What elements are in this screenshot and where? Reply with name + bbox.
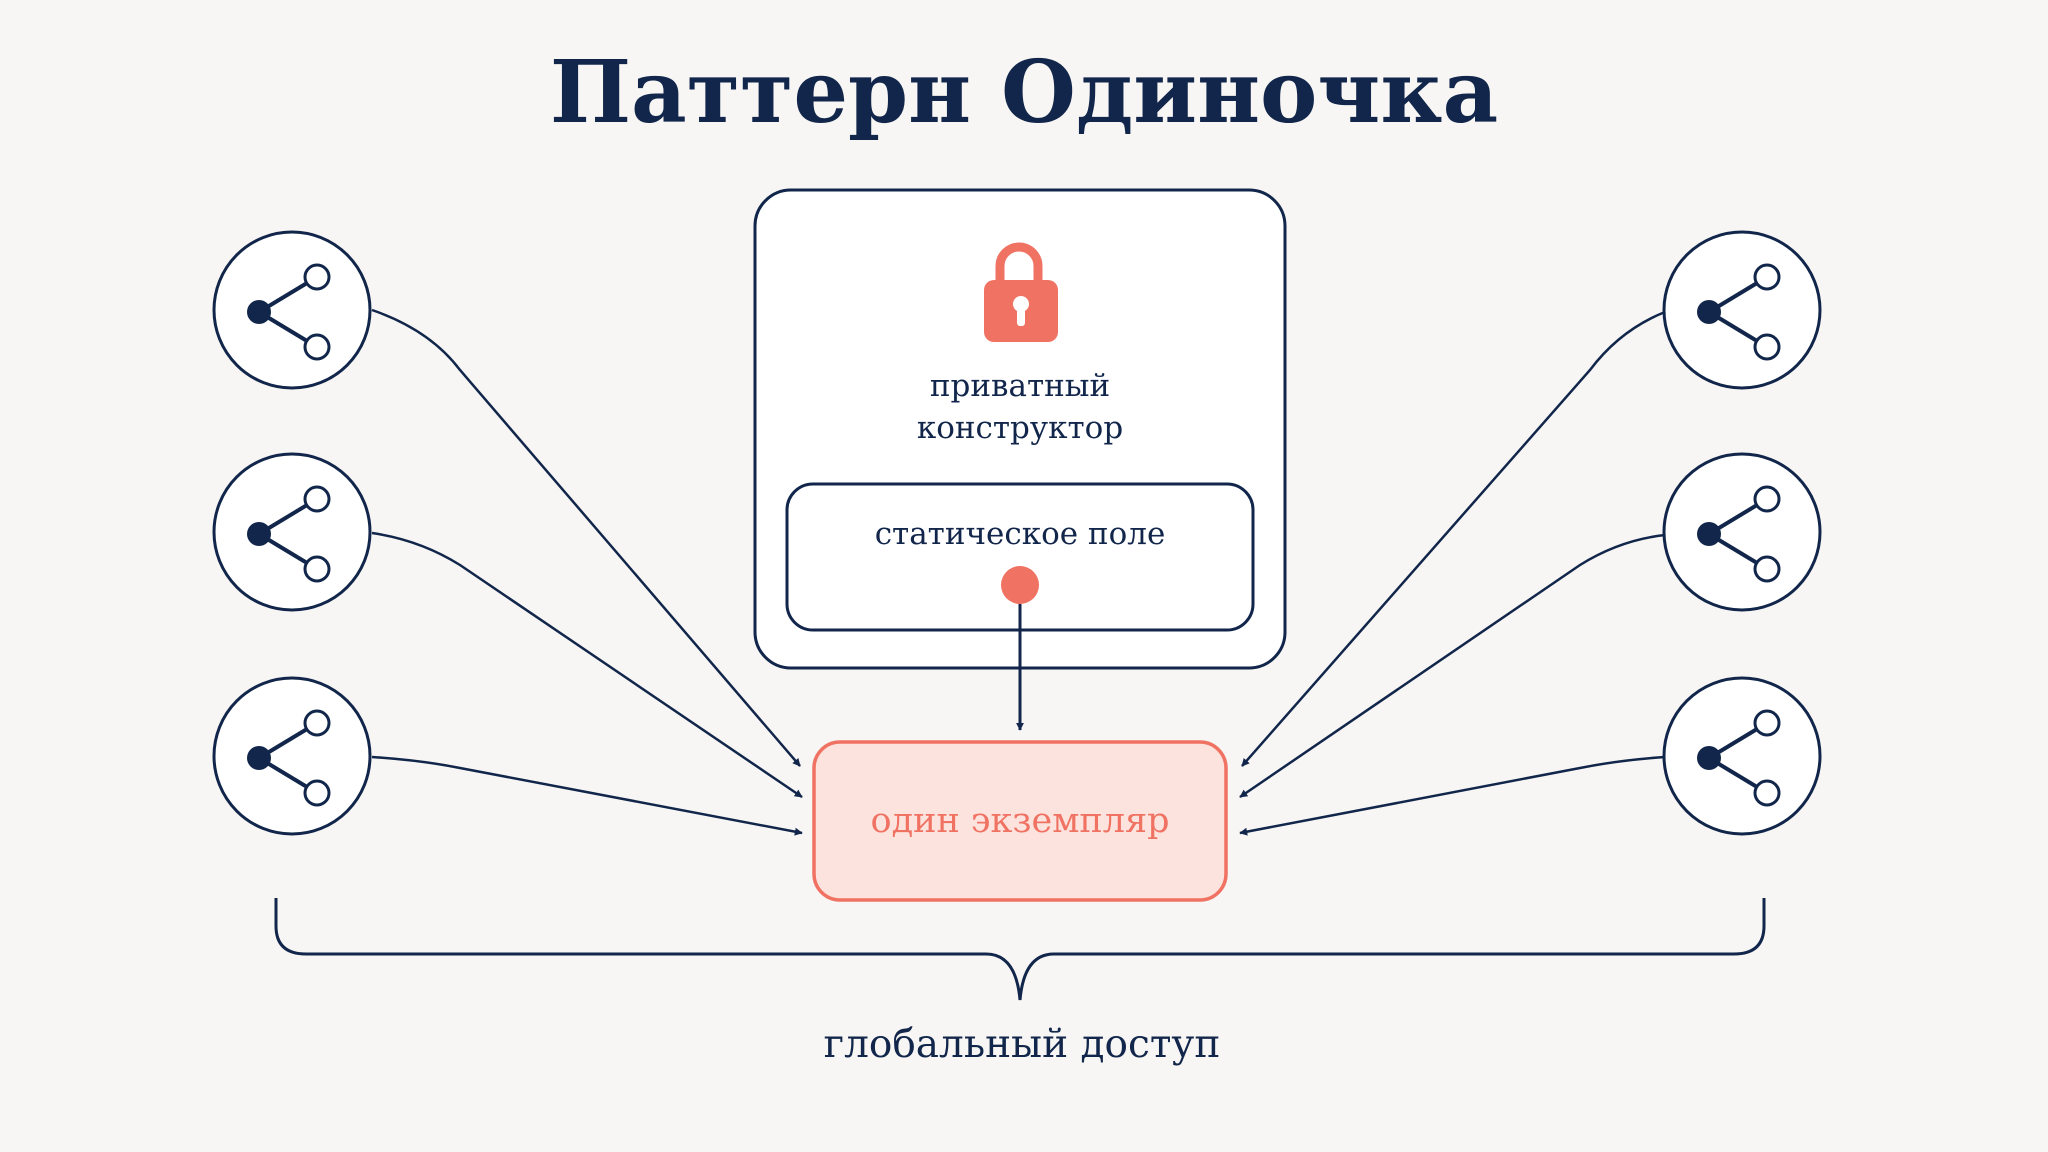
client-arrow-left-1 (371, 308, 801, 767)
private-constructor-label-line1: приватный (930, 368, 1110, 404)
instance-label: один экземпляр (871, 801, 1170, 841)
client-right-3 (1662, 676, 1822, 836)
client-arrow-left-3 (371, 755, 803, 836)
client-right-1 (1662, 230, 1822, 390)
global-access-brace (274, 898, 1766, 1001)
client-arrow-right-2 (1239, 533, 1666, 799)
global-access-label: глобальный доступ (824, 1022, 1221, 1067)
share-icon (247, 485, 331, 583)
client-left-1 (212, 230, 372, 390)
private-constructor-label-line2: конструктор (917, 410, 1123, 446)
static-field-label: статическое поле (875, 516, 1166, 552)
page-title: Паттерн Одиночка (550, 42, 1498, 143)
client-arrow-left-2 (371, 531, 803, 799)
static-field-dot (1001, 566, 1039, 604)
client-right-2 (1662, 452, 1822, 612)
share-icon (247, 709, 331, 807)
client-left-3 (212, 676, 372, 836)
instance-box (812, 740, 1228, 902)
share-icon (247, 263, 331, 361)
client-arrow-right-3 (1239, 755, 1666, 836)
share-icon (1697, 709, 1781, 807)
share-icon (1697, 263, 1781, 361)
share-icon (1697, 485, 1781, 583)
client-arrow-right-1 (1241, 310, 1666, 767)
lock-icon (984, 242, 1058, 342)
client-left-2 (212, 452, 372, 612)
